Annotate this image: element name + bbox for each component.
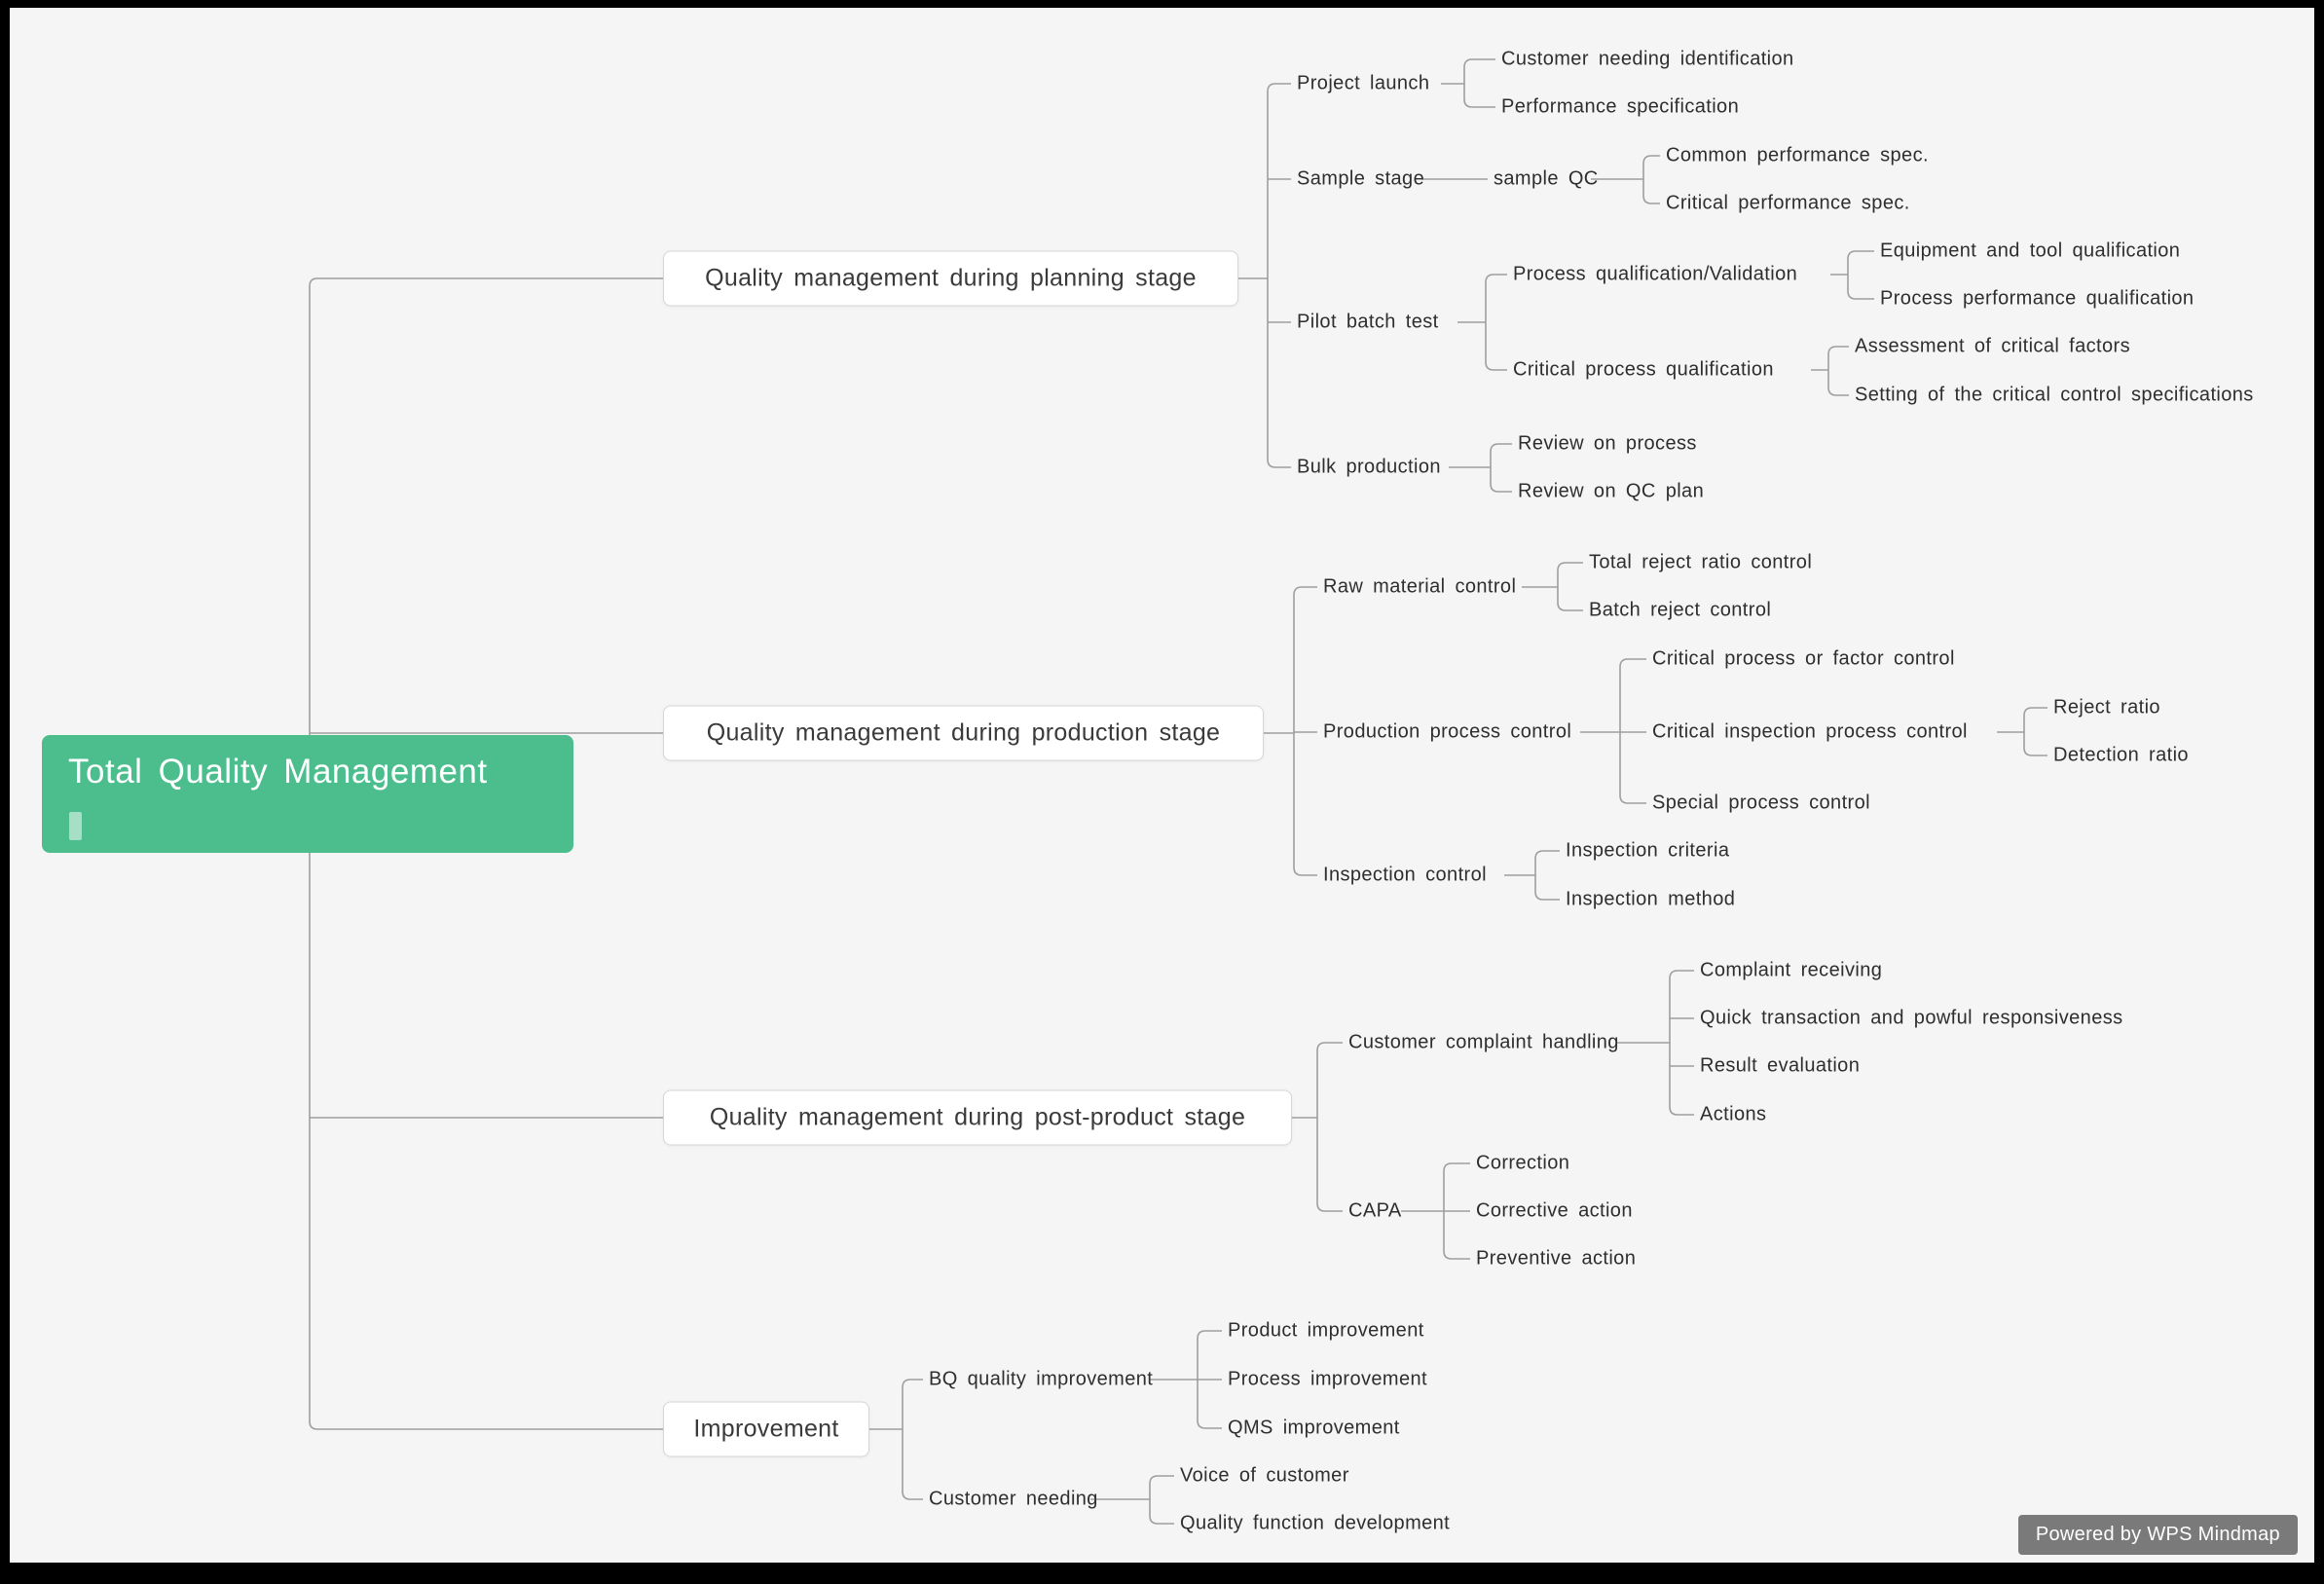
- node-process-performance-qualification[interactable]: Process performance qualification: [1880, 287, 2195, 310]
- connector-complaint-handling: [1617, 970, 1694, 1116]
- node-actions[interactable]: Actions: [1700, 1103, 1767, 1125]
- node-quick-transaction-responsiveness[interactable]: Quick transaction and powful responsiven…: [1700, 1007, 2123, 1029]
- node-preventive-action[interactable]: Preventive action: [1476, 1247, 1637, 1270]
- node-product-improvement[interactable]: Product improvement: [1228, 1319, 1424, 1342]
- node-setting-critical-control-specifications[interactable]: Setting of the critical control specific…: [1855, 384, 2254, 406]
- node-corrective-action[interactable]: Corrective action: [1476, 1199, 1633, 1222]
- node-customer-needing[interactable]: Customer needing: [929, 1488, 1098, 1510]
- connector-critical-inspection: [1997, 707, 2047, 756]
- node-complaint-receiving[interactable]: Complaint receiving: [1700, 959, 1883, 981]
- root-node[interactable]: Total Quality Management: [42, 735, 573, 853]
- connector-sample-qc: [1591, 155, 1660, 204]
- connector-postproduct-children: [1292, 1042, 1343, 1212]
- connector-production-children: [1264, 586, 1317, 876]
- node-bulk-production[interactable]: Bulk production: [1297, 456, 1441, 478]
- node-raw-material-control[interactable]: Raw material control: [1323, 575, 1517, 598]
- connector-capa: [1401, 1162, 1470, 1260]
- letterbox-bottom: [0, 1563, 2324, 1584]
- node-assessment-of-critical-factors[interactable]: Assessment of critical factors: [1855, 335, 2130, 357]
- connector-critical-process-qualification: [1811, 346, 1849, 396]
- connector-root-trunk: [309, 277, 663, 1430]
- connector-production-process: [1580, 658, 1646, 804]
- node-sample-stage[interactable]: Sample stage: [1297, 167, 1425, 190]
- node-qms-improvement[interactable]: QMS improvement: [1228, 1417, 1400, 1439]
- node-pilot-batch-test[interactable]: Pilot batch test: [1297, 311, 1439, 333]
- node-critical-process-or-factor-control[interactable]: Critical process or factor control: [1652, 647, 1955, 670]
- node-customer-complaint-handling[interactable]: Customer complaint handling: [1348, 1031, 1619, 1053]
- node-capa[interactable]: CAPA: [1348, 1199, 1402, 1222]
- connector-improvement-children: [869, 1379, 923, 1500]
- node-bq-quality-improvement[interactable]: BQ quality improvement: [929, 1368, 1154, 1390]
- node-sample-qc[interactable]: sample QC: [1494, 167, 1599, 190]
- node-process-improvement[interactable]: Process improvement: [1228, 1368, 1427, 1390]
- node-planning-stage[interactable]: Quality management during planning stage: [663, 250, 1238, 307]
- node-post-product-stage[interactable]: Quality management during post-product s…: [663, 1089, 1292, 1146]
- node-customer-needing-identification[interactable]: Customer needing identification: [1501, 48, 1794, 70]
- node-voice-of-customer[interactable]: Voice of customer: [1180, 1464, 1349, 1487]
- node-special-process-control[interactable]: Special process control: [1652, 792, 1870, 814]
- node-result-evaluation[interactable]: Result evaluation: [1700, 1054, 1861, 1077]
- node-project-launch[interactable]: Project launch: [1297, 72, 1430, 94]
- node-production-stage[interactable]: Quality management during production sta…: [663, 705, 1264, 761]
- node-detection-ratio[interactable]: Detection ratio: [2053, 744, 2189, 766]
- connector-planning-children: [1238, 83, 1291, 468]
- root-cursor: [69, 812, 82, 840]
- wps-mindmap-badge[interactable]: Powered by WPS Mindmap: [2017, 1515, 2298, 1555]
- connector-project-launch: [1441, 58, 1495, 108]
- node-equipment-and-tool-qualification[interactable]: Equipment and tool qualification: [1880, 239, 2181, 262]
- node-production-process-control[interactable]: Production process control: [1323, 720, 1572, 743]
- node-critical-performance-spec[interactable]: Critical performance spec.: [1666, 192, 1910, 214]
- node-reject-ratio[interactable]: Reject ratio: [2053, 696, 2160, 718]
- node-correction[interactable]: Correction: [1476, 1152, 1570, 1174]
- letterbox-top: [0, 0, 2324, 8]
- connector-bulk-production: [1449, 443, 1512, 493]
- connector-pilot-batch-test: [1457, 274, 1507, 371]
- node-inspection-method[interactable]: Inspection method: [1566, 888, 1736, 910]
- node-review-on-process[interactable]: Review on process: [1518, 432, 1697, 455]
- node-batch-reject-control[interactable]: Batch reject control: [1589, 599, 1772, 621]
- node-inspection-control[interactable]: Inspection control: [1323, 864, 1487, 886]
- node-quality-function-development[interactable]: Quality function development: [1180, 1512, 1451, 1534]
- node-critical-inspection-process-control[interactable]: Critical inspection process control: [1652, 720, 1968, 743]
- letterbox-left: [0, 0, 10, 1584]
- node-process-qualification-validation[interactable]: Process qualification/Validation: [1513, 263, 1798, 285]
- node-critical-process-qualification[interactable]: Critical process qualification: [1513, 358, 1774, 381]
- connector-process-qualification: [1830, 250, 1874, 300]
- node-review-on-qc-plan[interactable]: Review on QC plan: [1518, 480, 1705, 502]
- letterbox-right: [2314, 0, 2324, 1584]
- node-inspection-criteria[interactable]: Inspection criteria: [1566, 839, 1730, 862]
- node-performance-specification[interactable]: Performance specification: [1501, 95, 1740, 118]
- connector-inspection-control: [1504, 850, 1560, 901]
- root-label: Total Quality Management: [68, 753, 488, 791]
- node-improvement[interactable]: Improvement: [663, 1401, 869, 1457]
- connector-bq-quality: [1149, 1330, 1222, 1429]
- node-common-performance-spec[interactable]: Common performance spec.: [1666, 144, 1929, 166]
- node-total-reject-ratio-control[interactable]: Total reject ratio control: [1589, 551, 1813, 573]
- connector-raw-material: [1522, 562, 1583, 611]
- connector-customer-needing: [1090, 1475, 1174, 1525]
